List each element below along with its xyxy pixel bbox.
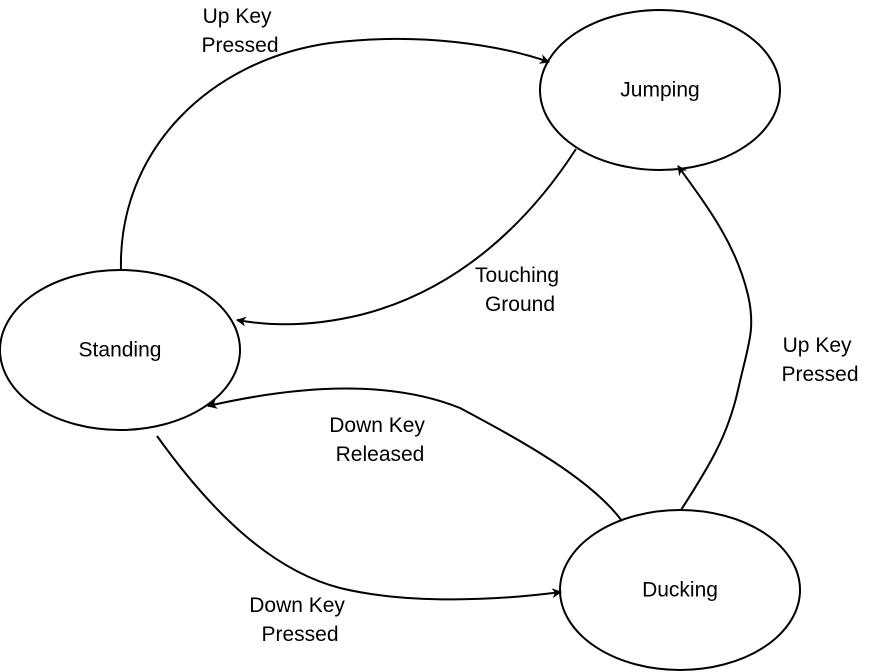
state-jumping-shape xyxy=(539,9,781,171)
state-standing[interactable]: Standing xyxy=(0,269,241,431)
edge-label-standing-to-jumping: Up Key Pressed xyxy=(201,5,278,57)
edge-standing-to-ducking xyxy=(156,435,562,601)
state-jumping[interactable]: Jumping xyxy=(539,9,781,171)
state-standing-label: Standing xyxy=(79,339,162,362)
edge-ducking-to-jumping xyxy=(677,165,753,511)
edge-label-ducking-to-standing: Down Key Released xyxy=(329,414,431,466)
edge-jumping-to-standing xyxy=(236,148,577,327)
edge-standing-to-jumping xyxy=(119,37,550,271)
state-ducking[interactable]: Ducking xyxy=(559,509,801,671)
edge-label-jumping-to-standing: Touching Ground xyxy=(475,264,565,316)
transition-jumping-to-standing[interactable]: Touching Ground xyxy=(236,148,577,327)
edge-label-ducking-to-jumping: Up Key Pressed xyxy=(781,334,858,386)
transition-ducking-to-standing[interactable]: Down Key Released xyxy=(207,387,623,522)
state-ducking-label: Ducking xyxy=(642,579,718,602)
edge-label-standing-to-ducking: Down Key Pressed xyxy=(249,594,351,646)
transition-standing-to-ducking[interactable]: Down Key Pressed xyxy=(156,435,562,646)
transition-standing-to-jumping[interactable]: Up Key Pressed xyxy=(119,5,550,271)
transition-ducking-to-jumping[interactable]: Up Key Pressed xyxy=(677,165,859,511)
edge-ducking-to-standing xyxy=(207,387,623,522)
state-jumping-label: Jumping xyxy=(620,79,699,102)
